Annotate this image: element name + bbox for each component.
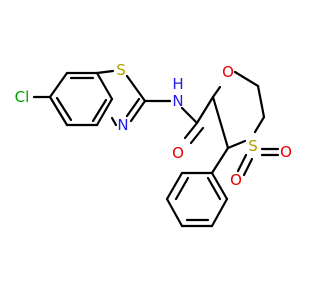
- bond-c-o-double: [189, 126, 205, 145]
- bond: [256, 84, 266, 119]
- atom-labels: Cl S N N H O O S O O: [15, 61, 292, 189]
- bond-s-o-double: [242, 157, 254, 177]
- atom-n-amide: N: [172, 92, 183, 110]
- atom-n-thiazole: N: [117, 116, 128, 134]
- bond-double: [174, 176, 190, 201]
- bond: [110, 116, 118, 127]
- atom-o-carbonyl: O: [172, 144, 184, 162]
- bond-c-o: [183, 121, 199, 140]
- bond: [125, 74, 147, 103]
- bond: [129, 99, 147, 123]
- bond-double: [125, 97, 141, 118]
- bond: [211, 85, 222, 99]
- bond-double: [91, 98, 108, 123]
- bond-double: [55, 96, 73, 122]
- bond: [48, 71, 69, 99]
- atom-o-sulfone-2: O: [280, 143, 292, 161]
- bond: [180, 106, 199, 125]
- atom-h-amide: H: [172, 75, 183, 93]
- bond: [253, 115, 266, 134]
- bond: [95, 69, 115, 75]
- bond-s-o: [236, 153, 248, 173]
- bond: [210, 146, 230, 175]
- atom-o-ring: O: [222, 63, 234, 81]
- bond: [233, 70, 260, 88]
- bond: [165, 171, 184, 201]
- bond-double-inner: [211, 95, 230, 150]
- bond: [48, 95, 69, 127]
- atom-s-thiazole: S: [116, 61, 126, 79]
- bond: [210, 197, 229, 228]
- atom-o-sulfone-1: O: [230, 171, 242, 189]
- bond: [226, 139, 247, 150]
- atom-s-sulfone: S: [248, 137, 258, 155]
- bond-double: [206, 176, 222, 201]
- bond: [95, 71, 114, 101]
- bond: [165, 197, 184, 228]
- bond: [95, 97, 114, 127]
- bond: [195, 95, 215, 125]
- bonds: [32, 69, 280, 228]
- molecule-structure: Cl S N N H O O S O O: [15, 61, 292, 228]
- bond: [210, 171, 229, 201]
- atom-cl: Cl: [15, 88, 30, 106]
